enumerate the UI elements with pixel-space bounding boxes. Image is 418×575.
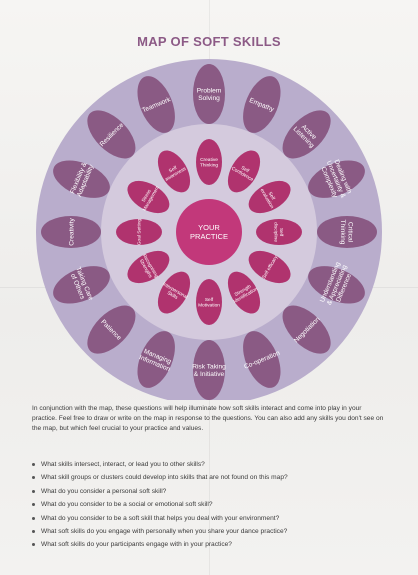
outer-skill-petal: Teamwork	[137, 76, 175, 133]
petal-label: Selfdiscipline	[273, 222, 284, 242]
question-item: What do you consider a personal soft ski…	[32, 485, 392, 498]
inner-skill-petal: StrengthIdentification	[227, 271, 261, 314]
petal-label: CriticalThinking	[339, 220, 353, 245]
petal-shape	[243, 331, 281, 388]
outer-skill-petal: Flexibility &Adaptability	[53, 160, 110, 198]
petal-shape	[227, 150, 261, 193]
outer-skill-petal: Resilience	[87, 110, 136, 159]
inner-skill-petal: Self efficacy	[248, 250, 291, 284]
petal-shape	[137, 331, 175, 388]
inner-skill-petal: RecognisingStrengths	[127, 250, 170, 284]
petal-shape	[227, 271, 261, 314]
question-item: What skill groups or clusters could deve…	[32, 471, 392, 484]
petal-shape	[157, 271, 191, 314]
petal-shape	[193, 64, 225, 124]
petal-shape	[41, 216, 101, 248]
inner-skill-petal: StressManagement	[127, 180, 170, 214]
petal-shape	[193, 340, 225, 400]
inner-skill-petal: Selfdiscipline	[256, 219, 302, 245]
inner-skill-petal: Selfevaluation	[248, 180, 291, 214]
petal-shape	[137, 76, 175, 133]
inner-skill-petal: Goal Setting	[116, 218, 162, 245]
question-item: What do you consider to be a social or e…	[32, 498, 392, 511]
outer-skill-petal: ManagingInformation	[137, 331, 175, 388]
outer-skill-petal: Negotiation	[282, 305, 331, 354]
inner-skill-petal: InterpersonalSkills	[157, 271, 191, 314]
petal-shape	[127, 180, 170, 214]
question-item: What do you consider to be a soft skill …	[32, 512, 392, 525]
inner-skill-petal: SelfConfidence	[227, 150, 261, 193]
inner-skill-petal: Selfawareness	[157, 150, 191, 193]
petal-shape	[248, 180, 291, 214]
outer-skill-petal: Creativity	[41, 216, 101, 248]
question-item: What soft skills do you engage with pers…	[32, 525, 392, 538]
petal-shape	[127, 250, 170, 284]
petal-shape	[53, 266, 110, 304]
outer-skill-petal: Risk Taking& Initiative	[192, 340, 226, 400]
petal-shape	[196, 139, 222, 185]
petal-shape	[157, 150, 191, 193]
petal-shape	[317, 216, 377, 248]
petal-shape	[53, 160, 110, 198]
outer-skill-petal: Taking Careof Others	[53, 266, 110, 304]
outer-skill-petal: Dealing withUncertainty &Complexity	[308, 159, 365, 200]
outer-skill-petal: Co-operation	[243, 331, 281, 388]
petal-shape	[87, 110, 136, 159]
center-circle	[176, 199, 242, 265]
petal-label: Risk Taking& Initiative	[192, 364, 226, 378]
petal-shape	[196, 279, 222, 325]
petal-shape	[308, 160, 365, 198]
outer-skill-petal: Understanding& AppreciatingDifference	[308, 261, 365, 309]
petal-label: Creativity	[68, 218, 75, 246]
outer-skill-petal: Patience	[87, 305, 136, 354]
petal-shape	[282, 110, 331, 159]
outer-skill-petal: ActiveListening	[282, 110, 331, 159]
petal-shape	[248, 250, 291, 284]
petal-shape	[87, 305, 136, 354]
petal-shape	[116, 219, 162, 245]
page-title: MAP OF SOFT SKILLS	[137, 34, 281, 49]
petal-label: Understanding& AppreciatingDifference	[319, 261, 356, 309]
question-item: What skills intersect, interact, or lead…	[32, 458, 392, 471]
outer-skill-petal: Empathy	[243, 76, 281, 133]
question-item: What soft skills do your participants en…	[32, 538, 392, 551]
petal-shape	[256, 219, 302, 245]
petal-shape	[308, 266, 365, 304]
petal-shape	[282, 305, 331, 354]
intro-paragraph: In conjunction with the map, these quest…	[32, 405, 384, 432]
petal-shape	[243, 76, 281, 133]
petal-label: Goal Setting	[137, 218, 143, 245]
outer-skill-petal: CriticalThinking	[317, 216, 377, 248]
question-list: What skills intersect, interact, or lead…	[32, 458, 392, 552]
